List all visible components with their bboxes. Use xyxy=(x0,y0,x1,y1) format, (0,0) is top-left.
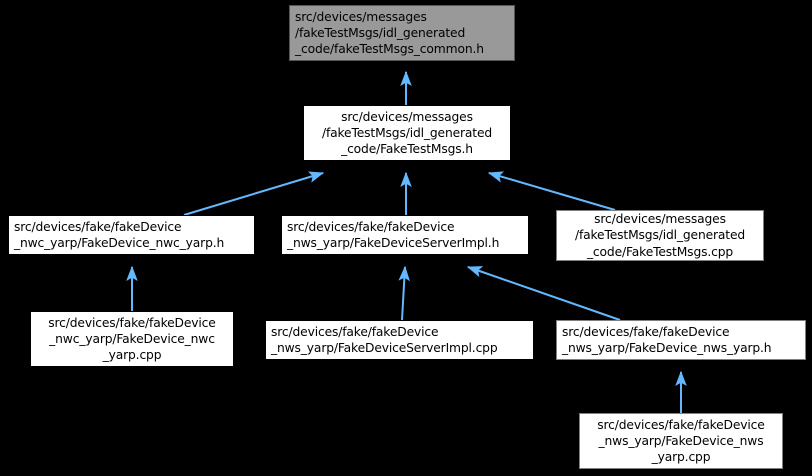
graph-node-label: src/devices/messages /fakeTestMsgs/idl_g… xyxy=(295,9,484,57)
graph-node-label: src/devices/fake/fakeDevice _nws_yarp/Fa… xyxy=(287,219,500,250)
graph-node-label: src/devices/fake/fakeDevice _nwc_yarp/Fa… xyxy=(48,315,216,363)
graph-node-FakeDeviceServerImpl_h[interactable]: src/devices/fake/fakeDevice _nws_yarp/Fa… xyxy=(281,215,529,255)
graph-edge-FakeDevice_nwc_yarp_h-to-FakeTestMsgs_h xyxy=(183,171,325,216)
graph-node-FakeTestMsgs_h[interactable]: src/devices/messages /fakeTestMsgs/idl_g… xyxy=(303,105,511,161)
graph-node-label: src/devices/fake/fakeDevice _nws_yarp/Fa… xyxy=(271,324,498,355)
graph-node-FakeDevice_nwc_yarp_cpp[interactable]: src/devices/fake/fakeDevice _nwc_yarp/Fa… xyxy=(30,311,234,367)
graph-edge-FakeDeviceServerImpl_cpp-to-FakeDeviceServerImpl_h xyxy=(398,265,410,321)
graph-node-FakeDevice_nws_yarp_h[interactable]: src/devices/fake/fakeDevice _nws_yarp/Fa… xyxy=(556,320,806,360)
graph-node-fakeTestMsgs_common_h[interactable]: src/devices/messages /fakeTestMsgs/idl_g… xyxy=(289,5,515,61)
graph-edge-FakeTestMsgs_cpp-to-FakeTestMsgs_h xyxy=(487,171,616,211)
graph-node-FakeDevice_nws_yarp_cpp[interactable]: src/devices/fake/fakeDevice _nws_yarp/Fa… xyxy=(579,413,783,469)
graph-node-FakeTestMsgs_cpp[interactable]: src/devices/messages /fakeTestMsgs/idl_g… xyxy=(556,210,764,261)
graph-node-label: src/devices/messages /fakeTestMsgs/idl_g… xyxy=(321,109,493,157)
graph-node-label: src/devices/fake/fakeDevice _nws_yarp/Fa… xyxy=(597,417,765,465)
graph-edge-FakeDevice_nws_yarp_h-to-FakeDeviceServerImpl_h xyxy=(466,266,621,321)
graph-node-label: src/devices/fake/fakeDevice _nwc_yarp/Fa… xyxy=(14,219,225,250)
graph-node-FakeDevice_nwc_yarp_h[interactable]: src/devices/fake/fakeDevice _nwc_yarp/Fa… xyxy=(8,215,255,255)
graph-node-label: src/devices/fake/fakeDevice _nws_yarp/Fa… xyxy=(562,324,772,355)
graph-node-label: src/devices/messages /fakeTestMsgs/idl_g… xyxy=(574,212,746,259)
graph-node-FakeDeviceServerImpl_cpp[interactable]: src/devices/fake/fakeDevice _nws_yarp/Fa… xyxy=(265,320,534,360)
